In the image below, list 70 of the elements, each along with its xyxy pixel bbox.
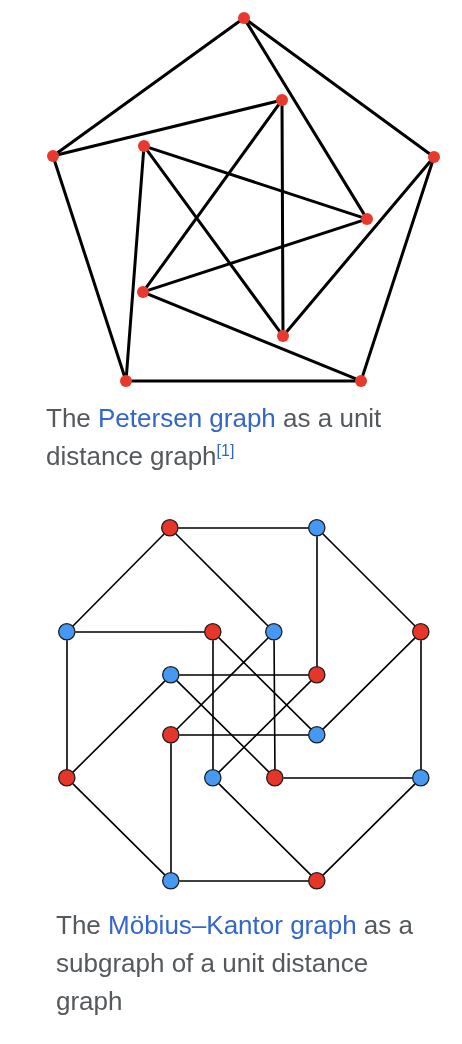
vertex-dot [308,726,326,744]
edge-line [146,149,281,333]
edge-line [316,536,318,667]
edge-line [75,631,205,633]
vertex-dot [138,140,150,152]
vertex-dot [412,769,430,787]
edge-line [148,146,363,219]
edge-line [218,637,312,730]
edge-line [420,640,422,770]
edge-line [53,160,126,377]
edge-line [280,104,285,332]
vertex-dot [266,769,284,787]
vertex-dot [355,375,367,387]
link: Petersen graph [98,403,276,433]
caption: The Möbius–Kantor graph as a subgraph of a unit distance graph [56,909,414,1018]
link: Möbius–Kantor graph [108,910,357,940]
vertex-dot [308,666,326,684]
edge-line [273,640,276,770]
vertex-dot [120,375,132,387]
edge-line [175,533,269,627]
vertex-dot [47,150,59,162]
vertex-dot [277,330,289,342]
edge-line [147,292,357,381]
edge-line [72,783,166,876]
edge-line [179,734,309,736]
edge-line [72,533,165,627]
vertex-dot [162,872,180,890]
edge-line [66,640,68,770]
vertex-dot [137,286,149,298]
edge-line [247,20,431,155]
vertex-dot [58,623,76,641]
edge-line [322,637,416,730]
edge-line [322,783,416,876]
vertex-dot [161,519,179,537]
vertex-dot [58,769,76,787]
edge-line [285,160,432,333]
vertex-dot [308,519,326,537]
edge-line [72,680,166,773]
citation-link: [1] [216,442,235,460]
vertex-dot [361,213,373,225]
vertex-dot [162,666,180,684]
vertex-dot [412,623,430,641]
edge-line [361,161,434,377]
vertex-dot [308,872,326,890]
edge-line [322,533,416,627]
vertex-dot [162,726,180,744]
edge-line [178,527,309,529]
edge-line [176,637,269,730]
vertex-dot [204,769,222,787]
vertex-dot [428,151,440,163]
edge-line [56,20,241,154]
edge-line [179,880,309,882]
edge-line [218,680,312,773]
vertex-dot [204,623,222,641]
edge-line [179,674,309,676]
edge-line [124,150,146,377]
edge-line [245,21,366,216]
caption: The Petersen graph as a unit distance graph$^{[1]}$ [46,402,383,473]
edge-line [218,783,312,876]
edge-line [170,743,172,873]
edge-line [283,777,413,779]
vertex-dot [265,623,283,641]
edge-line [145,103,280,289]
edge-line [212,640,214,770]
edge-line [147,219,363,292]
vertex-dot [276,94,288,106]
vertex-dot [238,12,250,24]
edge-line [57,99,278,157]
edge-line [130,379,357,383]
edge-line [176,680,270,773]
